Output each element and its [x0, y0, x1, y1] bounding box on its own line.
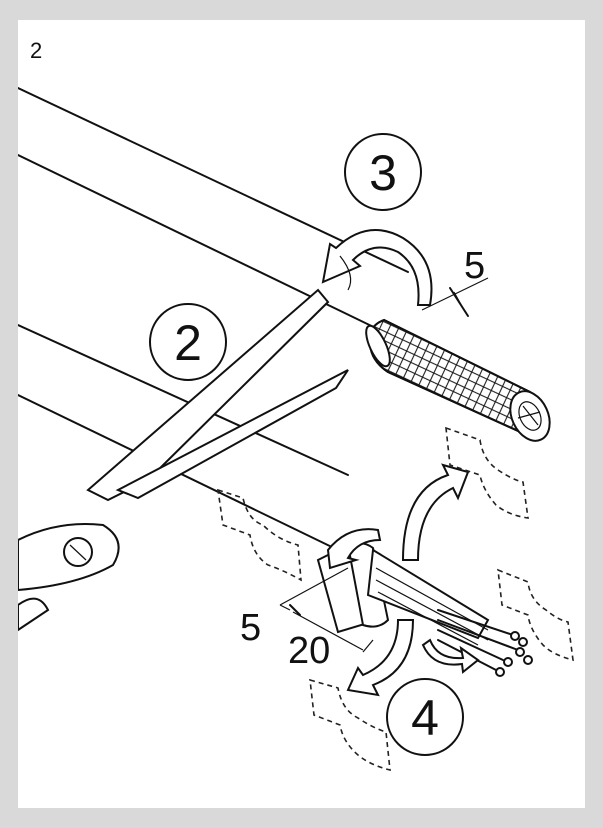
- removed-jacket-outlines: [217, 426, 574, 772]
- callout-step-3: 3: [344, 133, 422, 211]
- fold-back-arrow-icon: [321, 229, 433, 306]
- braided-shield-sleeve: [365, 318, 551, 442]
- svg-text:3: 3: [369, 145, 397, 201]
- callout-step-2: 2: [149, 303, 227, 381]
- page-number: 2: [30, 38, 43, 63]
- twist-arrow-icon: [421, 638, 480, 674]
- scissors-icon: [18, 288, 349, 632]
- svg-text:4: 4: [411, 690, 439, 746]
- shield-fold-dimension: [421, 277, 489, 317]
- cable-assembly-diagram: 5: [18, 87, 574, 772]
- dimension-label-5-bottom: 5: [240, 607, 261, 649]
- strip-dimensions: [279, 567, 374, 653]
- svg-text:2: 2: [174, 315, 202, 371]
- conductors: [437, 609, 533, 677]
- upper-cable: [18, 87, 409, 334]
- dimension-label-5-top: 5: [464, 245, 485, 287]
- remove-arrow-down-icon: [346, 619, 415, 697]
- shield-fold-arrow-icon: [326, 528, 382, 570]
- dimension-label-20: 20: [288, 630, 330, 672]
- remove-arrow-up-icon: [401, 463, 470, 561]
- callout-step-4: 4: [386, 678, 464, 756]
- diagram-frame: 2: [18, 20, 585, 808]
